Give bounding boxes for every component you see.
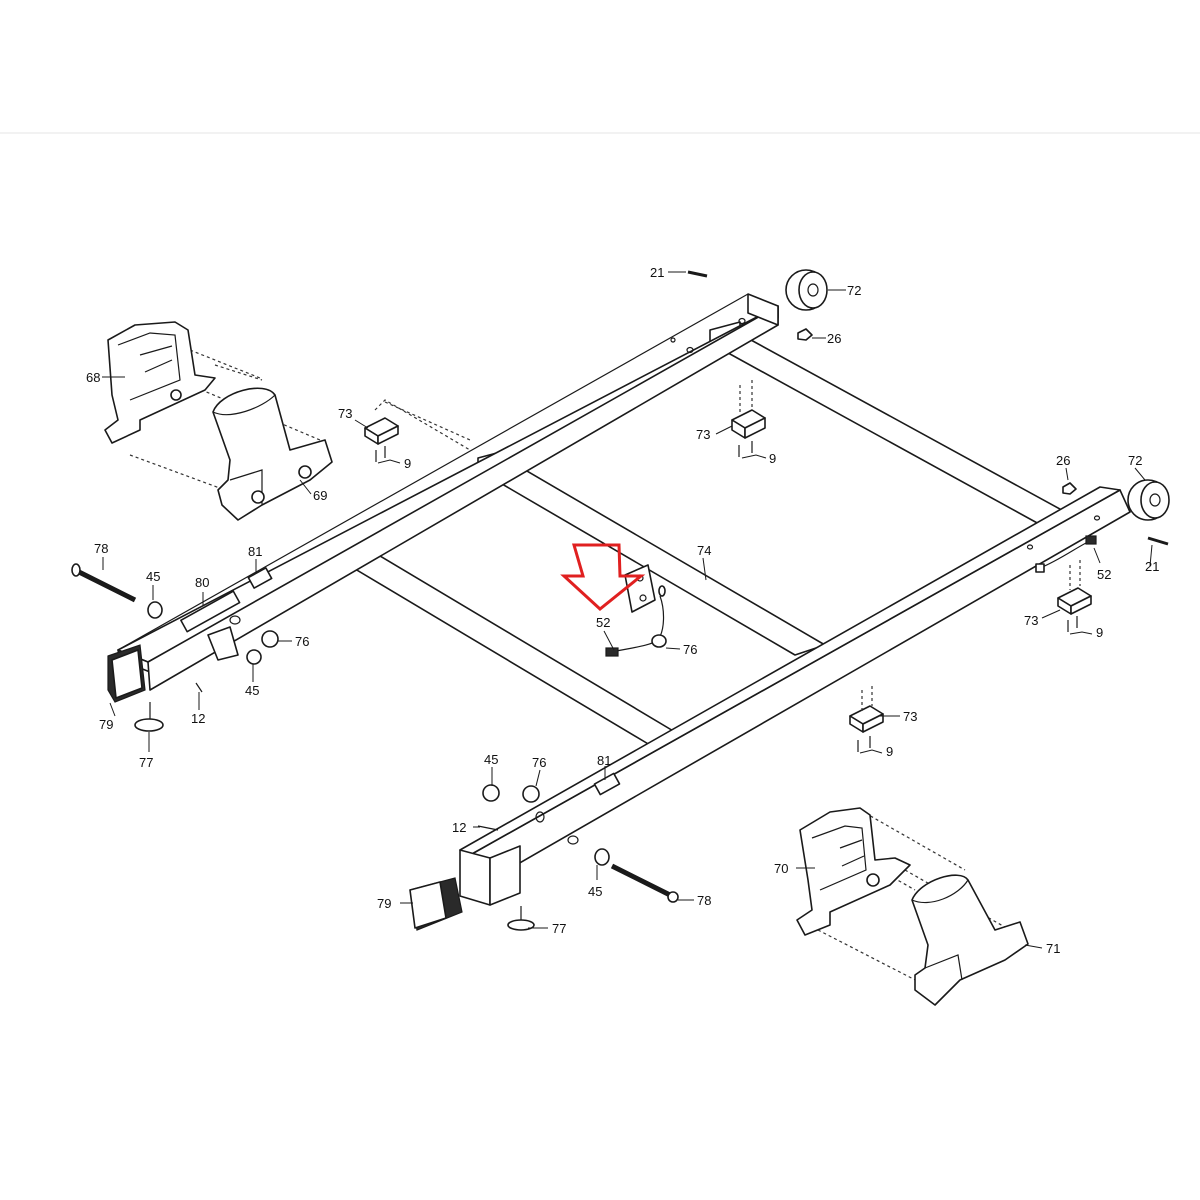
bolt-21-rear-left bbox=[687, 270, 708, 278]
callout-71: 71 bbox=[1046, 941, 1060, 956]
bracket-73-right bbox=[1057, 587, 1092, 632]
callout-80: 80 bbox=[195, 575, 209, 590]
callout-9-rear: 9 bbox=[769, 451, 776, 466]
callout-21-rear-right: 21 bbox=[1145, 559, 1159, 574]
callout-68: 68 bbox=[86, 370, 100, 385]
washer-76-left bbox=[261, 630, 279, 648]
end-cap-79-left-face bbox=[111, 649, 143, 699]
callout-26-rear-right: 26 bbox=[1056, 453, 1070, 468]
leader-lines bbox=[102, 271, 1153, 949]
callout-70: 70 bbox=[774, 861, 788, 876]
callout-73-front: 73 bbox=[903, 709, 917, 724]
callout-77-front: 77 bbox=[552, 921, 566, 936]
highlight-arrow bbox=[560, 543, 646, 611]
callout-81-left: 81 bbox=[248, 544, 262, 559]
callout-78-left: 78 bbox=[94, 541, 108, 556]
callout-79-front: 79 bbox=[377, 896, 391, 911]
label-81-plate-right bbox=[593, 772, 621, 796]
washer-76-front bbox=[522, 785, 540, 803]
bolt-21-rear-right bbox=[1147, 536, 1169, 546]
callout-72-rear-left: 72 bbox=[847, 283, 861, 298]
shroud-71 bbox=[911, 874, 1029, 1006]
callout-76-front: 76 bbox=[532, 755, 546, 770]
callout-9-front: 9 bbox=[886, 744, 893, 759]
callout-9-left: 9 bbox=[404, 456, 411, 471]
axle-bolt-78-front bbox=[610, 863, 679, 903]
callout-74: 74 bbox=[697, 543, 711, 558]
shroud-70 bbox=[796, 807, 911, 936]
leveler-77-front bbox=[507, 906, 535, 931]
callout-45-front-top: 45 bbox=[484, 752, 498, 767]
callout-labels: 21 72 26 68 73 9 69 73 9 26 72 21 52 73 … bbox=[86, 265, 1159, 956]
bracket-73-rear bbox=[731, 409, 766, 457]
right-rail-end-face bbox=[459, 849, 491, 906]
bracket-73-left bbox=[364, 417, 399, 462]
label-81-plate-left bbox=[247, 567, 273, 589]
callout-76-center: 76 bbox=[683, 642, 697, 657]
callout-79-left: 79 bbox=[99, 717, 113, 732]
grommet-76-center bbox=[651, 634, 667, 648]
wheel-72-rear-left bbox=[785, 269, 828, 311]
callout-12-front: 12 bbox=[452, 820, 466, 835]
callout-73-rear: 73 bbox=[696, 427, 710, 442]
callout-81-right: 81 bbox=[597, 753, 611, 768]
nut-26-rear-right bbox=[1062, 482, 1077, 495]
callout-69: 69 bbox=[313, 488, 327, 503]
axle-bolt-78-left bbox=[71, 563, 137, 603]
center-sensor-bracket bbox=[624, 564, 656, 613]
callout-26-rear-left: 26 bbox=[827, 331, 841, 346]
shroud-68 bbox=[104, 321, 216, 444]
left-rail-bracket bbox=[207, 626, 239, 661]
right-rail-front-box bbox=[489, 845, 521, 906]
callout-52-rear-right: 52 bbox=[1097, 567, 1111, 582]
middle-cross-tube bbox=[477, 459, 826, 656]
screw-12-front bbox=[477, 825, 499, 831]
callout-9-right: 9 bbox=[1096, 625, 1103, 640]
bushing-45-left-low bbox=[246, 649, 262, 665]
callout-73-right: 73 bbox=[1024, 613, 1038, 628]
shroud-69 bbox=[212, 387, 333, 521]
label-80-plate bbox=[180, 590, 241, 633]
frame bbox=[117, 293, 1131, 906]
bracket-73-front bbox=[849, 705, 884, 752]
callout-21-rear-left: 21 bbox=[650, 265, 664, 280]
callout-45-left-top: 45 bbox=[146, 569, 160, 584]
callout-73-left: 73 bbox=[338, 406, 352, 421]
end-cap-79-front bbox=[409, 877, 463, 931]
callout-45-left-bottom: 45 bbox=[245, 683, 259, 698]
callout-52-center: 52 bbox=[596, 615, 610, 630]
callout-78-front: 78 bbox=[697, 893, 711, 908]
callout-77-left: 77 bbox=[139, 755, 153, 770]
callout-12-left: 12 bbox=[191, 711, 205, 726]
rear-cross-tube bbox=[709, 333, 1081, 531]
bushing-45-front-top bbox=[482, 784, 500, 802]
left-rail-end-face bbox=[747, 293, 779, 326]
wheel-72-rear-right bbox=[1127, 479, 1170, 521]
callout-72-rear-right: 72 bbox=[1128, 453, 1142, 468]
leveler-77-left bbox=[134, 702, 164, 732]
bushing-45-front-low bbox=[594, 848, 610, 866]
callout-76-left: 76 bbox=[295, 634, 309, 649]
nut-26-rear-left bbox=[797, 328, 813, 341]
screw-12-left bbox=[195, 682, 203, 693]
callout-45-front-bottom: 45 bbox=[588, 884, 602, 899]
bushing-45-left bbox=[147, 601, 163, 619]
